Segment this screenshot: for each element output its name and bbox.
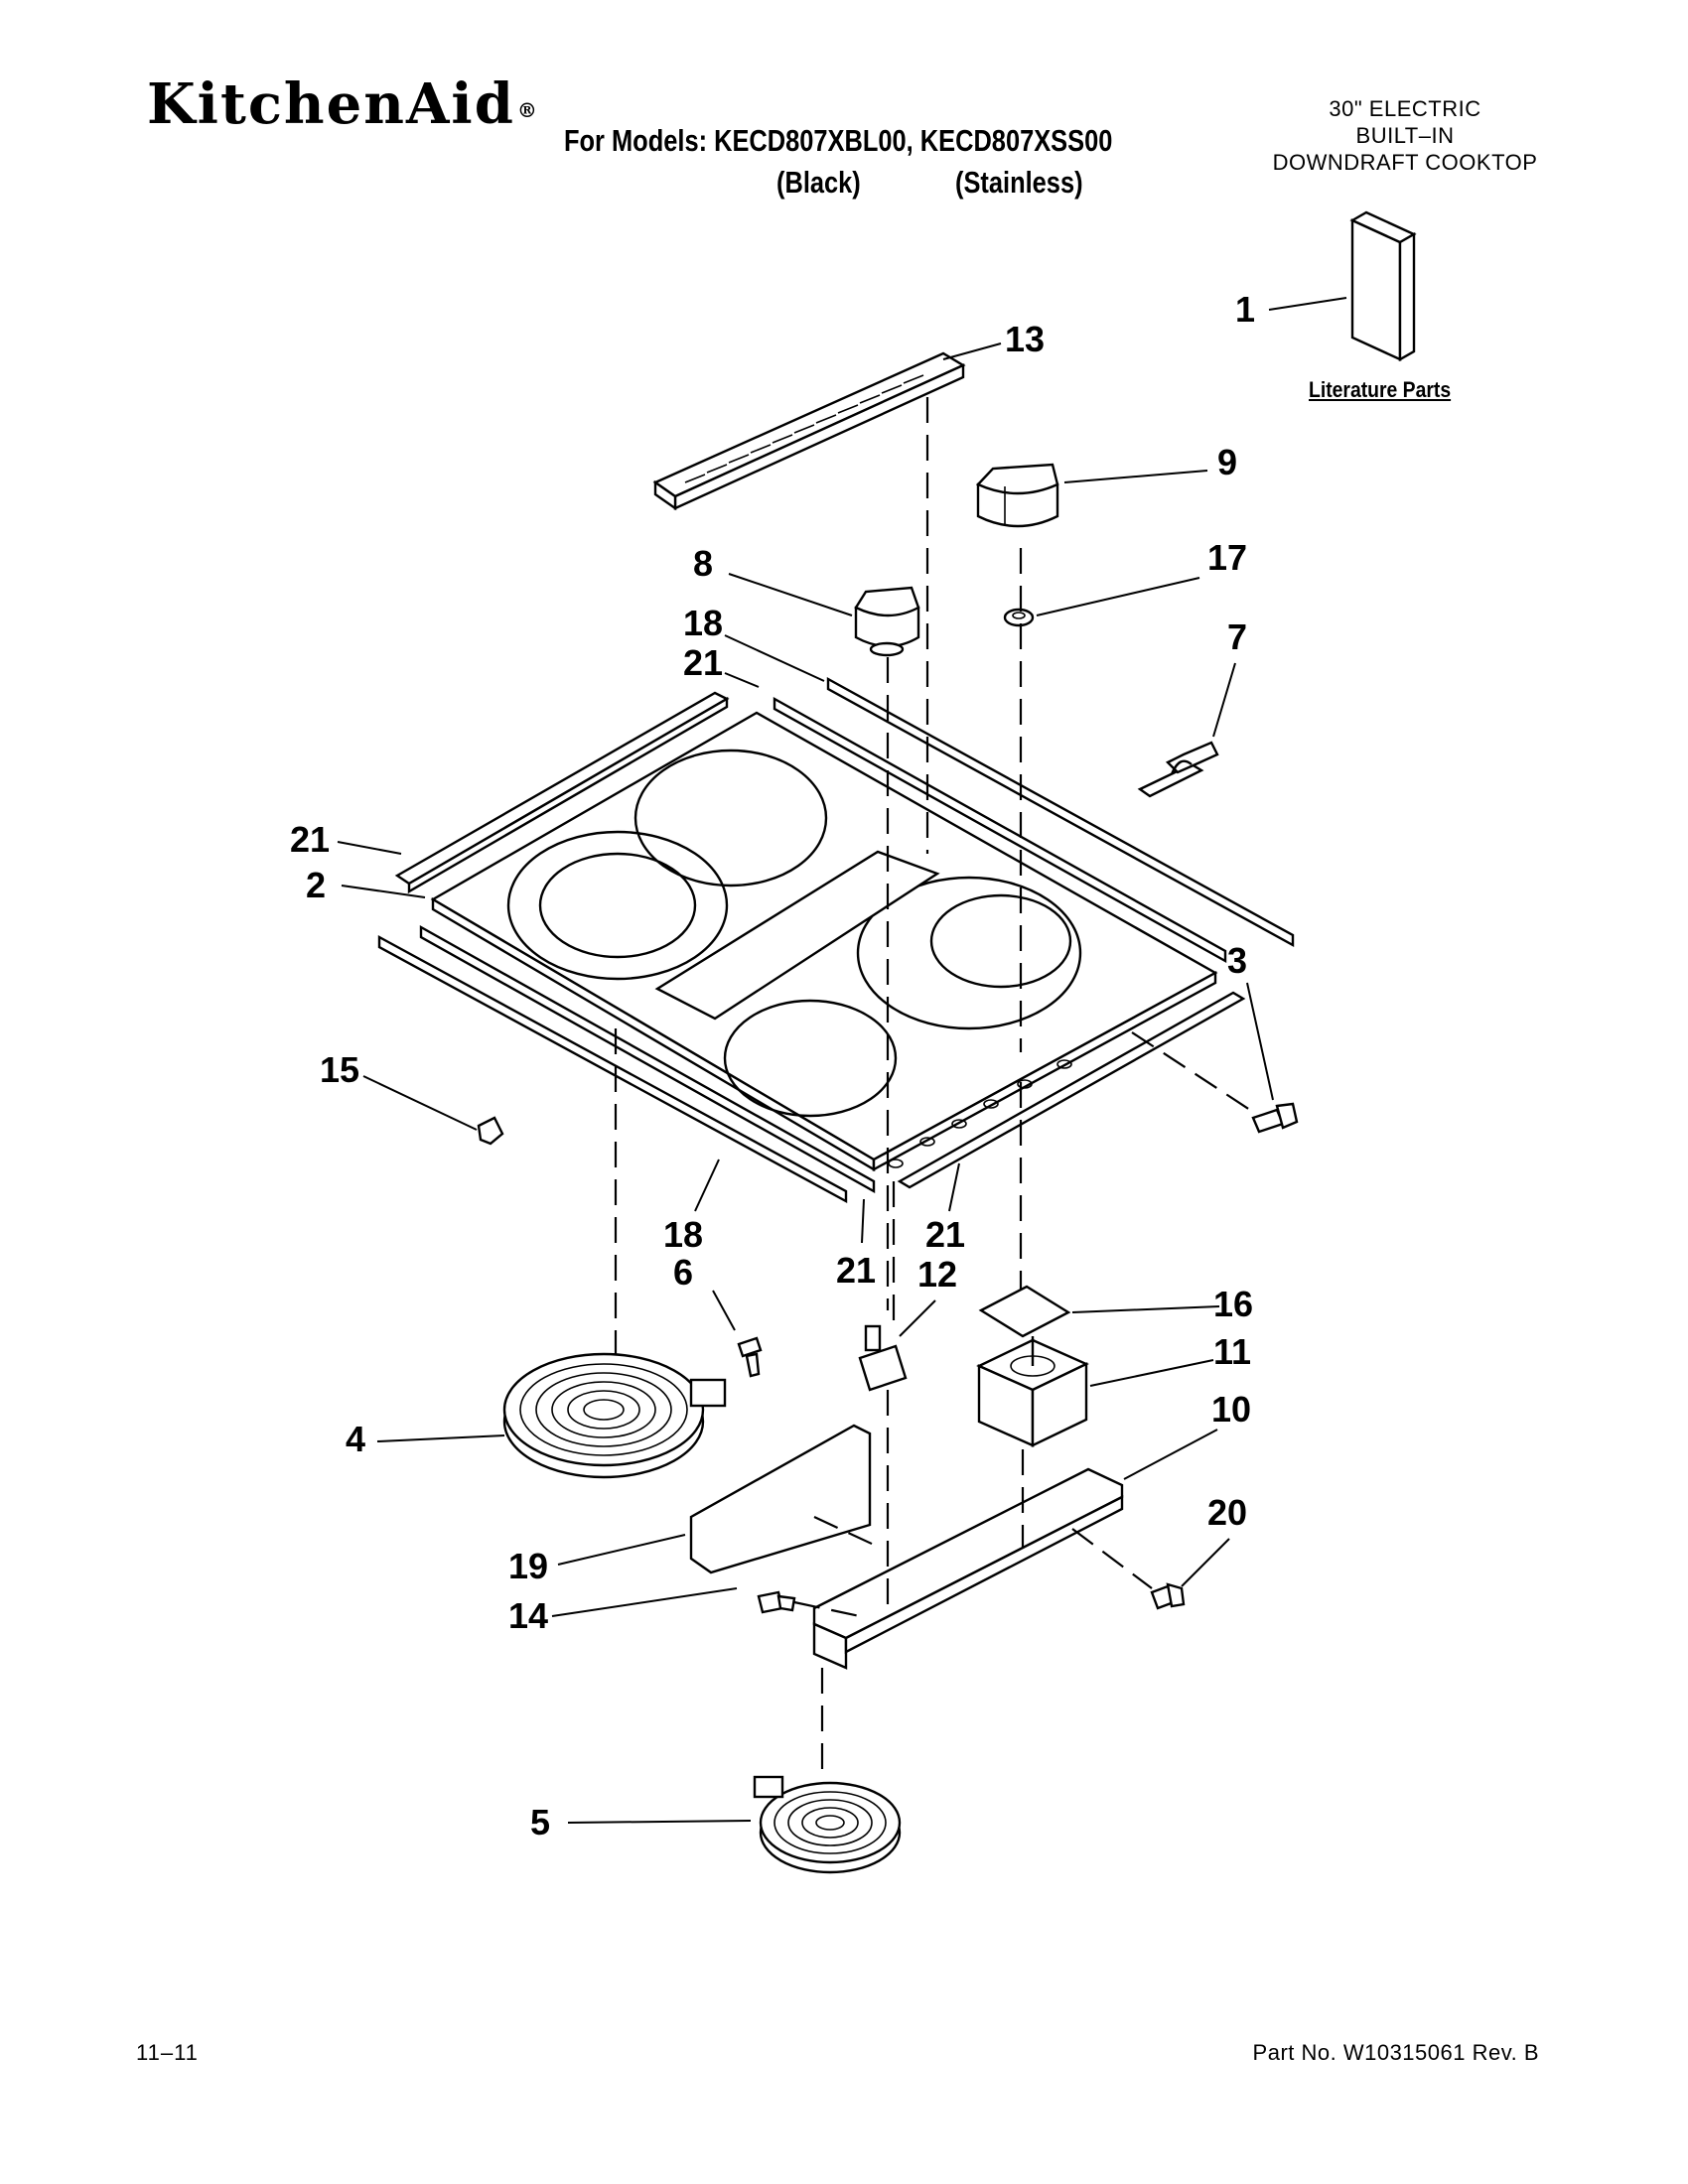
callout-11: 11 bbox=[1213, 1331, 1251, 1372]
callout-2: 2 bbox=[306, 865, 326, 905]
hex-screws bbox=[737, 1102, 1299, 1614]
small-control-knob bbox=[854, 586, 920, 657]
part-number: Part No. W10315061 Rev. B bbox=[1252, 2040, 1539, 2065]
callout-10: 10 bbox=[1211, 1389, 1251, 1430]
callout-19: 19 bbox=[508, 1546, 548, 1586]
wire-clamp-bracket bbox=[1137, 741, 1219, 798]
product-line-2: BUILT–IN bbox=[1355, 123, 1455, 148]
models-line: For Models: KECD807XBL00, KECD807XSS00 bbox=[564, 123, 1113, 158]
literature-parts-label: Literature Parts bbox=[1309, 377, 1452, 402]
callout-15: 15 bbox=[320, 1049, 359, 1090]
vent-grille bbox=[652, 351, 966, 511]
element-switch bbox=[858, 1324, 908, 1392]
infinite-switch-control bbox=[976, 1336, 1089, 1447]
alignment-lines bbox=[614, 397, 1254, 1777]
callout-numbers: 1 13 9 8 17 18 21 7 21 2 3 15 18 6 21 21… bbox=[290, 289, 1255, 1843]
radiant-element-large bbox=[502, 1352, 727, 1479]
callout-16: 16 bbox=[1213, 1284, 1253, 1324]
callout-7: 7 bbox=[1227, 616, 1247, 657]
product-description: 30" ELECTRIC BUILT–IN DOWNDRAFT COOKTOP bbox=[1221, 95, 1589, 176]
callout-6: 6 bbox=[673, 1252, 693, 1293]
product-line-1: 30" ELECTRIC bbox=[1329, 96, 1481, 121]
variant-stainless: (Stainless) bbox=[955, 165, 1083, 200]
callout-18-top: 18 bbox=[683, 603, 723, 643]
literature-booklet bbox=[1349, 210, 1417, 362]
callout-21-left: 21 bbox=[290, 819, 330, 860]
brand-logo: KitchenAid® bbox=[147, 71, 539, 137]
callout-21-bottom-left: 21 bbox=[836, 1250, 876, 1291]
grommet-hole bbox=[1012, 612, 1026, 619]
callout-20: 20 bbox=[1207, 1492, 1247, 1533]
callout-21-bottom-right: 21 bbox=[925, 1214, 965, 1255]
trim-strips bbox=[377, 676, 1295, 1204]
callout-4: 4 bbox=[346, 1419, 365, 1459]
radiant-element-small bbox=[753, 1775, 902, 1874]
grommet bbox=[1003, 608, 1035, 627]
revision-date: 11–11 bbox=[136, 2040, 199, 2065]
callout-9: 9 bbox=[1217, 442, 1237, 482]
mounting-brackets bbox=[689, 1424, 1124, 1670]
callout-21-top: 21 bbox=[683, 642, 723, 683]
callout-12: 12 bbox=[917, 1254, 957, 1295]
leader-lines bbox=[337, 297, 1347, 1824]
callout-13: 13 bbox=[1005, 319, 1045, 359]
callout-17: 17 bbox=[1207, 537, 1247, 578]
variant-black: (Black) bbox=[776, 165, 861, 200]
callout-5: 5 bbox=[530, 1802, 550, 1843]
large-control-knob bbox=[975, 463, 1059, 528]
callout-14: 14 bbox=[508, 1595, 548, 1636]
callout-18-bottom: 18 bbox=[663, 1214, 703, 1255]
callout-8: 8 bbox=[693, 543, 713, 584]
callout-3: 3 bbox=[1227, 940, 1247, 981]
callout-1: 1 bbox=[1235, 289, 1255, 330]
retaining-clip bbox=[477, 1116, 504, 1146]
product-line-3: DOWNDRAFT COOKTOP bbox=[1272, 150, 1538, 175]
cooktop-glass-top bbox=[430, 711, 1218, 1172]
insulator-pad bbox=[978, 1285, 1071, 1338]
